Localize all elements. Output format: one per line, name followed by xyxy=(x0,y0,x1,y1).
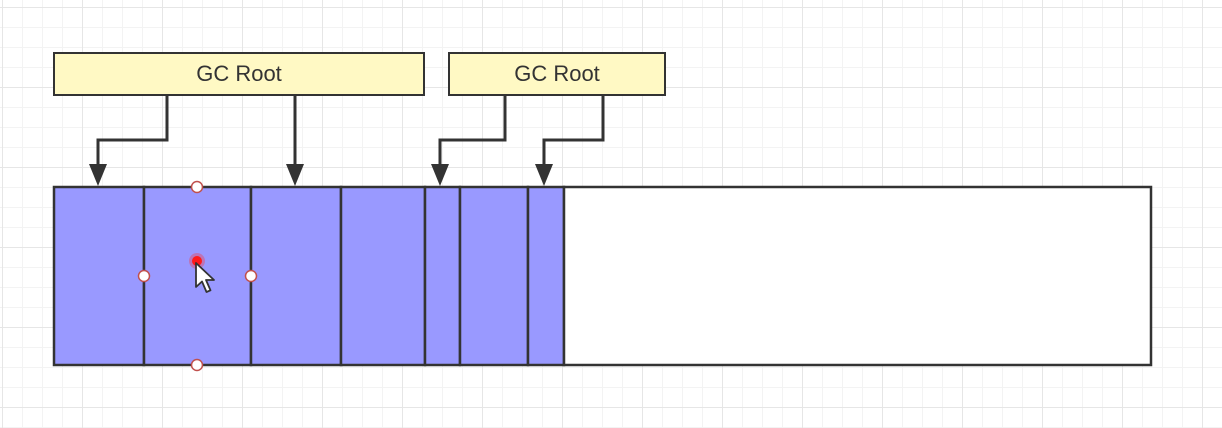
selection-handle-bottom[interactable] xyxy=(190,358,204,372)
memory-block-1[interactable] xyxy=(52,185,146,367)
memory-block-7[interactable] xyxy=(526,185,566,367)
arrowhead-3 xyxy=(431,164,449,186)
reference-arrow-4 xyxy=(542,96,605,168)
arrowhead-4 xyxy=(535,164,553,186)
mouse-cursor-icon xyxy=(195,262,215,293)
arrowhead-2 xyxy=(286,164,304,186)
free-space-block[interactable] xyxy=(562,185,1153,367)
memory-block-5[interactable] xyxy=(423,185,462,367)
click-indicator-core xyxy=(192,256,202,266)
selection-handle-right[interactable] xyxy=(244,269,258,283)
gc-root-box-2[interactable]: GC Root xyxy=(448,52,666,96)
memory-block-4[interactable] xyxy=(339,185,427,367)
reference-arrow-1 xyxy=(96,96,169,168)
memory-block-3[interactable] xyxy=(249,185,343,367)
gc-root-label-1: GC Root xyxy=(196,61,282,86)
gc-root-label-2: GC Root xyxy=(514,61,600,86)
gc-root-box-1[interactable]: GC Root xyxy=(53,52,425,96)
selection-handle-left[interactable] xyxy=(137,269,151,283)
reference-arrow-3 xyxy=(438,96,507,168)
memory-block-6[interactable] xyxy=(458,185,530,367)
selection-handle-top[interactable] xyxy=(190,180,204,194)
arrowhead-1 xyxy=(89,164,107,186)
